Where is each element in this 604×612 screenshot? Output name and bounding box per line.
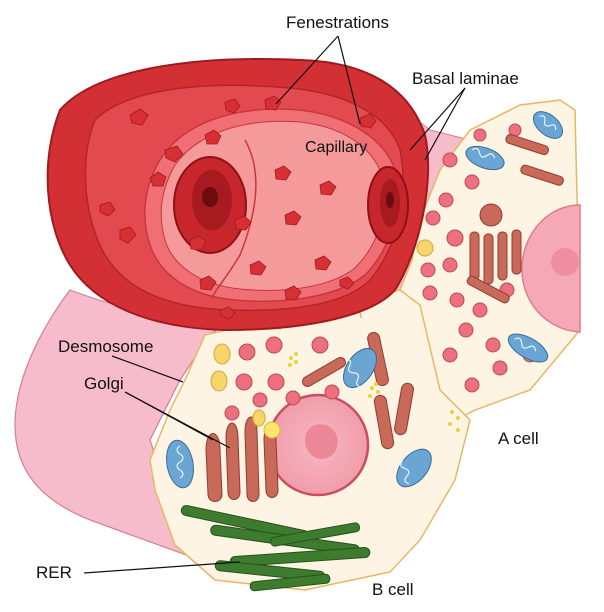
a-cell-golgi <box>466 133 564 304</box>
label-desmosome: Desmosome <box>58 337 154 356</box>
a-cell-nucleus <box>521 204 581 333</box>
label-capillary: Capillary <box>305 139 368 156</box>
b-cell-dot-clusters <box>288 352 460 432</box>
rer-line <box>83 561 241 574</box>
golgi-line-2 <box>124 391 231 449</box>
capillary-endothelium-fold <box>211 139 257 299</box>
fenestrations-line-2 <box>337 35 361 125</box>
a-cell <box>399 99 581 419</box>
label-golgi: Golgi <box>84 374 124 393</box>
b-cell-granules <box>224 336 340 421</box>
label-fenestrations: Fenestrations <box>286 13 389 32</box>
label-b-cell: B cell <box>372 580 414 599</box>
b-cell-yellow-vesicle <box>263 421 281 439</box>
basal-laminae-line-1 <box>409 87 466 151</box>
b-cell <box>149 289 471 592</box>
b-cell-yellow-granules <box>210 343 266 427</box>
a-cell-nucleolus <box>551 248 579 276</box>
endothelial-nucleolus-right <box>386 192 394 208</box>
b-cell-mitochondria <box>166 347 432 489</box>
basal-laminae-line-2 <box>424 87 466 161</box>
desmosome-line <box>111 355 184 383</box>
a-cell-mitochondria <box>465 111 564 363</box>
a-cell-yellow-granule <box>416 239 434 257</box>
label-basal-laminae: Basal laminae <box>412 69 519 88</box>
label-rer: RER <box>36 563 72 582</box>
fenestrations-line-1 <box>275 35 339 105</box>
b-cell-rer <box>180 505 371 592</box>
b-cell-nucleolus <box>304 424 338 459</box>
leader-lines <box>83 35 466 574</box>
b-cell-rods <box>302 331 414 450</box>
b-cell-golgi <box>205 416 279 502</box>
endothelial-nucleolus-left <box>202 187 218 207</box>
blood-fragments <box>99 95 377 320</box>
capillary <box>46 58 430 332</box>
a-cell-granules <box>420 123 538 393</box>
label-a-cell: A cell <box>498 429 539 448</box>
